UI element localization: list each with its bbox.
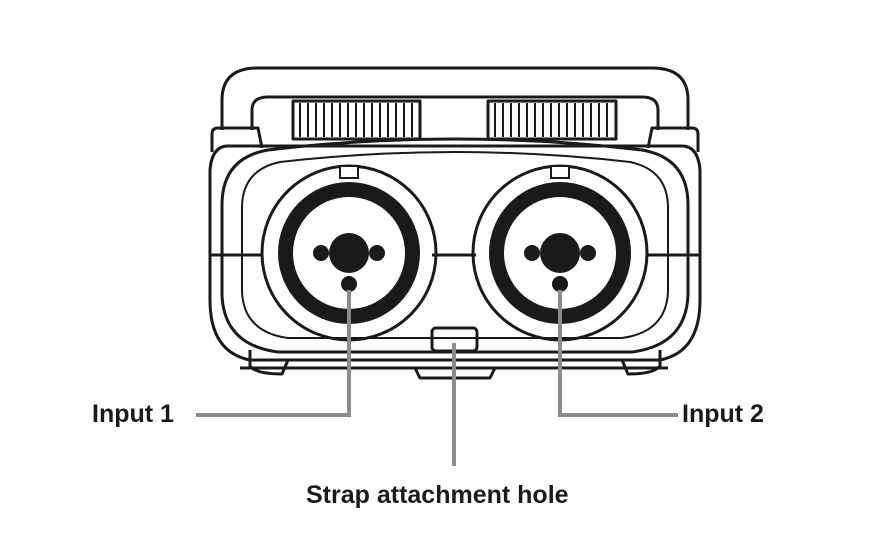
- combo-jack-icon: [471, 164, 649, 342]
- shoulder-right: [646, 126, 700, 152]
- input-2-jack: [471, 164, 649, 342]
- input-1-label: Input 1: [92, 400, 174, 428]
- combo-jack-icon: [260, 164, 438, 342]
- foot-left: [248, 350, 290, 376]
- strap-attachment-hole-label: Strap attachment hole: [306, 481, 569, 509]
- input-2-label: Input 2: [682, 400, 764, 428]
- knob-left: [291, 99, 422, 141]
- foot-right: [620, 350, 662, 376]
- inner-panel: [241, 151, 669, 339]
- input-1-jack: [260, 164, 438, 342]
- leader-line-input-2: [558, 290, 678, 417]
- handle-icon: [220, 66, 690, 130]
- leader-line-input-1: [196, 290, 351, 417]
- knob-right: [486, 99, 618, 141]
- shoulder-left: [210, 126, 264, 152]
- front-panel: [220, 137, 690, 354]
